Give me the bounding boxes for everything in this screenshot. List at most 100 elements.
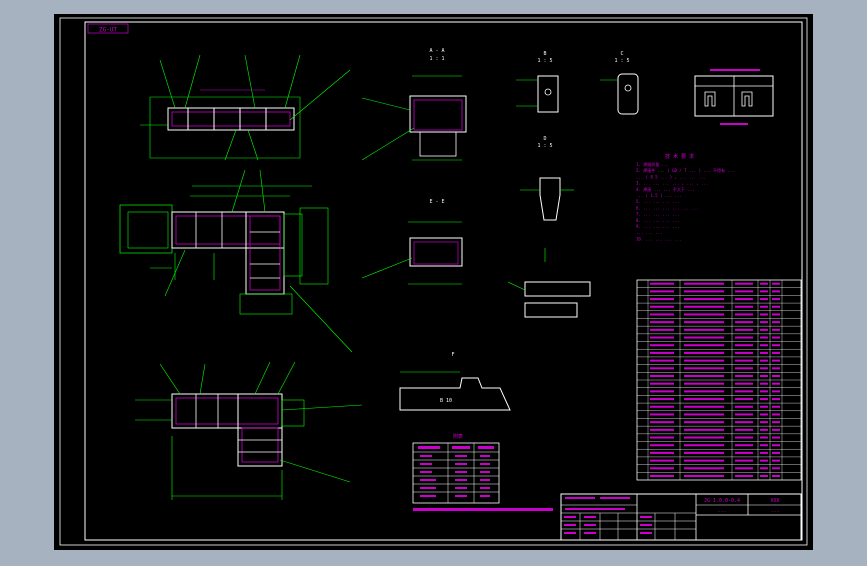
- parts-cell-text: [735, 328, 753, 331]
- parts-cell-text: [772, 405, 780, 408]
- note-line: 7. ... ... ... ...: [636, 212, 679, 217]
- parts-cell-text: [684, 451, 724, 454]
- front-view: [140, 54, 351, 161]
- parts-cell-text: [735, 405, 753, 408]
- parts-cell-text: [772, 390, 780, 393]
- parts-cell-text: [650, 428, 674, 431]
- parts-cell-text: [772, 436, 780, 439]
- parts-cell-text: [760, 351, 768, 354]
- parts-cell-text: [650, 390, 674, 393]
- parts-cell-text: [760, 428, 768, 431]
- parts-cell-text: [650, 375, 674, 377]
- weld-symbol-panel: [694, 69, 774, 125]
- small-table-title: 附表: [453, 433, 463, 440]
- parts-list: [636, 279, 802, 481]
- parts-cell-text: [735, 359, 753, 362]
- parts-cell-text: [772, 344, 780, 347]
- technical-notes: 技 术 要 求 1. 焊缝质量 ...2. 焊接件 ... ( GB / T .…: [636, 153, 735, 241]
- parts-cell-text: [735, 390, 753, 393]
- parts-cell-text: [772, 428, 780, 431]
- note-line: 10. ... ... ... ...: [636, 236, 682, 241]
- parts-cell-text: [650, 298, 674, 301]
- parts-cell-text: [684, 405, 724, 408]
- parts-cell-text: [684, 313, 724, 316]
- parts-cell-text: [772, 351, 780, 354]
- parts-cell-text: [735, 451, 753, 454]
- parts-cell-text: [650, 328, 674, 331]
- parts-cell-text: [650, 413, 674, 416]
- part-name: ...: [717, 508, 726, 514]
- parts-cell-text: [684, 321, 724, 324]
- parts-cell-text: [684, 336, 724, 339]
- parts-cell-text: [772, 290, 780, 293]
- note-line: ... ... ...: [636, 230, 663, 235]
- parts-cell-text: [772, 467, 780, 470]
- note-line: 4. 焊接 ... ... 不大于 ...: [636, 186, 695, 192]
- parts-cell-text: [684, 367, 724, 370]
- parts-cell-text: [760, 321, 768, 324]
- parts-cell-text: [760, 390, 768, 393]
- note-line: 8. ... ... ... ...: [636, 218, 679, 223]
- parts-cell-text: [735, 313, 753, 316]
- parts-cell-text: [735, 290, 753, 293]
- detail-d-scale: 1 : 5: [537, 143, 552, 149]
- parts-cell-text: [760, 405, 768, 408]
- parts-cell-text: [684, 428, 724, 431]
- parts-cell-text: [735, 459, 753, 462]
- detail-f-mark: B 10: [440, 398, 452, 404]
- parts-cell-text: [760, 298, 768, 301]
- parts-cell-text: [650, 451, 674, 454]
- parts-cell-text: [684, 359, 724, 362]
- drawing-number: JG 1.0.0-0.4: [704, 498, 740, 504]
- section-a-a-scale: 1 : 1: [429, 56, 444, 62]
- sheet-info: ...: [770, 508, 779, 514]
- parts-cell-text: [772, 475, 780, 477]
- parts-cell-text: [735, 444, 753, 447]
- parts-cell-text: [735, 475, 753, 477]
- parts-cell-text: [760, 413, 768, 416]
- parts-cell-text: [772, 328, 780, 331]
- notes-title: 技 术 要 求: [665, 153, 694, 160]
- parts-cell-text: [684, 444, 724, 447]
- detail-c-scale: 1 : 5: [614, 58, 629, 64]
- key-part: [507, 248, 591, 318]
- parts-cell-text: [684, 305, 724, 308]
- parts-cell-text: [772, 336, 780, 339]
- parts-cell-text: [772, 305, 780, 308]
- parts-cell-text: [735, 436, 753, 439]
- parts-cell-text: [772, 382, 780, 385]
- note-line: 3. ... ... ... ... , ... , ...: [636, 181, 708, 186]
- parts-cell-text: [772, 282, 780, 285]
- parts-cell-text: [772, 375, 780, 377]
- section-a-a-label: A - A: [429, 48, 444, 54]
- parts-cell-text: [735, 421, 753, 424]
- company-name: XXX: [770, 498, 779, 504]
- parts-cell-text: [650, 405, 674, 408]
- parts-cell-text: [650, 290, 674, 293]
- parts-cell-text: [735, 382, 753, 385]
- parts-cell-text: [760, 344, 768, 347]
- parts-cell-text: [650, 398, 674, 401]
- parts-cell-text: [684, 436, 724, 439]
- detail-c-label: C: [620, 51, 623, 57]
- parts-cell-text: [772, 367, 780, 370]
- parts-cell-text: [772, 398, 780, 401]
- parts-cell-text: [735, 467, 753, 470]
- drawing-sheet: [54, 14, 813, 550]
- parts-cell-text: [760, 305, 768, 308]
- parts-cell-text: [684, 344, 724, 347]
- parts-cell-text: [760, 398, 768, 401]
- parts-cell-text: [650, 459, 674, 462]
- parts-cell-text: [760, 451, 768, 454]
- parts-cell-text: [650, 367, 674, 370]
- parts-cell-text: [760, 467, 768, 470]
- parts-cell-text: [684, 290, 724, 293]
- parts-cell-text: [650, 475, 674, 477]
- parts-cell-text: [760, 313, 768, 316]
- parts-cell-text: [650, 321, 674, 324]
- title-block: JG 1.0.0-0.4 XXX ... ...: [560, 493, 802, 541]
- parts-cell-text: [684, 328, 724, 331]
- parts-cell-text: [760, 282, 768, 285]
- parts-cell-text: [735, 321, 753, 324]
